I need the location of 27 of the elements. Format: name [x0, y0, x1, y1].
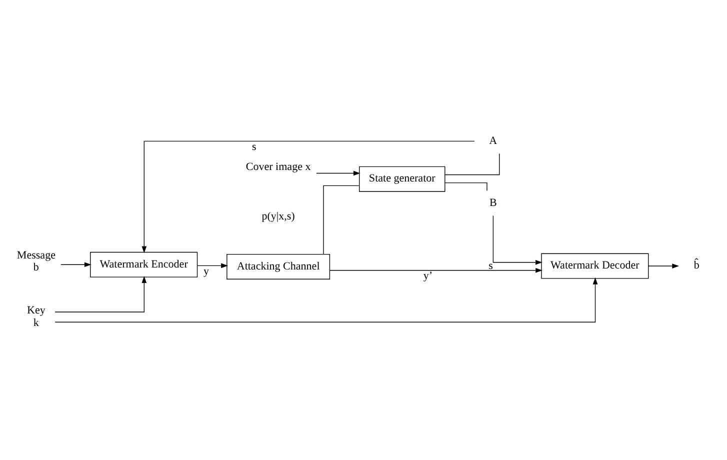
edge-label: s	[488, 260, 493, 272]
node-text: A	[489, 134, 498, 146]
node-box: Watermark Decoder	[541, 252, 649, 278]
node-text: b̂	[694, 259, 700, 272]
node-text: Cover image x	[246, 160, 311, 173]
arrow	[648, 263, 680, 268]
arrow	[54, 276, 598, 322]
arrow	[329, 267, 542, 272]
arrow	[197, 262, 228, 268]
edge-label: y	[204, 265, 210, 278]
node-box: Attacking Channel	[226, 253, 330, 279]
arrow	[60, 262, 92, 267]
arrow	[492, 214, 542, 264]
connector	[444, 182, 488, 190]
arrow	[142, 140, 475, 253]
node-box: Watermark Encoder	[90, 251, 198, 277]
connector	[323, 184, 360, 254]
node-text: Key k	[27, 304, 46, 328]
node-text: B	[489, 196, 497, 208]
edge-label: s	[252, 140, 256, 153]
node-box: State generator	[359, 166, 446, 192]
node-label: p(y|x,s)	[262, 210, 295, 222]
edge-label: y’	[423, 270, 433, 282]
arrow	[316, 170, 360, 176]
node-text: Message b	[16, 248, 56, 274]
arrow	[54, 276, 147, 312]
connector	[444, 152, 500, 175]
